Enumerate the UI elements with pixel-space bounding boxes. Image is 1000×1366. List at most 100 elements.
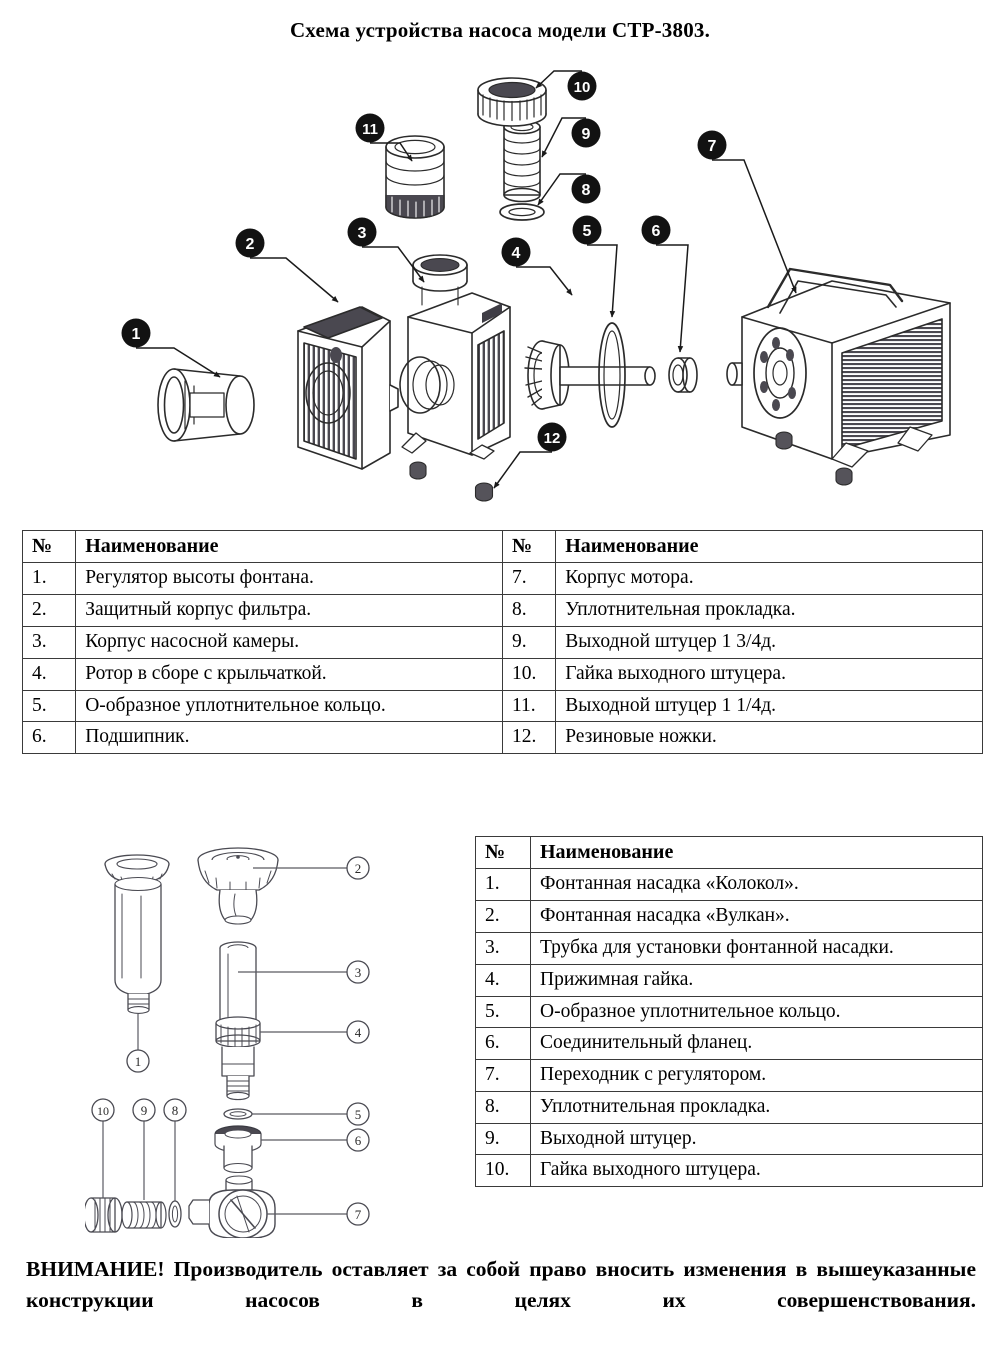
row-num: 3. xyxy=(21,625,77,659)
row-num: 2. xyxy=(475,900,531,933)
row-name: Прижимная гайка. xyxy=(530,963,983,997)
callout-2-label: 2 xyxy=(246,236,255,253)
table-row: 2. Фонтанная насадка «Вулкан». xyxy=(475,900,983,933)
callout-4: 4 xyxy=(501,237,531,267)
row-num: 11. xyxy=(501,689,557,723)
col-header-num-right: № xyxy=(501,529,557,564)
callout-4-label: 4 xyxy=(512,245,521,262)
table-row: 5. О-образное уплотнительное кольцо. xyxy=(475,995,983,1029)
table-row: 7. Переходник с регулятором. xyxy=(475,1059,983,1092)
nozzle-callout-markers: 1 2 3 4 5 6 7 8 xyxy=(91,856,370,1226)
callout-9-label: 9 xyxy=(582,126,591,143)
part-8-gasket xyxy=(168,1200,182,1228)
col-header-name-right: Наименование xyxy=(555,529,983,564)
callout-9: 9 xyxy=(571,118,601,148)
callout-b8: 8 xyxy=(163,1098,187,1122)
callout-b1: 1 xyxy=(126,1049,150,1073)
col-header-name: Наименование xyxy=(530,835,983,870)
row-num: 2. xyxy=(21,594,77,627)
row-name: О-образное уплотнительное кольцо. xyxy=(530,995,983,1029)
pump-exploded-svg: 1 2 3 4 5 6 7 8 xyxy=(121,70,951,502)
callout-b5: 5 xyxy=(346,1102,370,1126)
nozzle-parts-table: № Наименование 1. Фонтанная насадка «Кол… xyxy=(475,835,983,1188)
pump-parts-table: № Наименование № Наименование 1. Регулят… xyxy=(21,529,983,755)
callout-11-label: 11 xyxy=(362,121,378,138)
row-name: Трубка для установки фонтанной насадки. xyxy=(530,931,983,965)
row-name: Фонтанная насадка «Вулкан». xyxy=(530,900,983,933)
callout-6: 6 xyxy=(641,215,671,245)
callout-8: 8 xyxy=(571,174,601,204)
manufacturer-warning-note: ВНИМАНИЕ! Производитель оставляет за соб… xyxy=(26,1257,976,1312)
fountain-nozzle-svg: 1 2 3 4 5 6 7 8 xyxy=(85,847,370,1238)
part-9-outlet-nipple xyxy=(503,119,541,203)
leader-9 xyxy=(541,117,586,158)
table-row: 6. Подшипник. 12. Резиновые ножки. xyxy=(21,721,983,755)
row-num: 9. xyxy=(501,625,557,659)
callout-b8-label: 8 xyxy=(172,1103,179,1118)
table-row: 1. Фонтанная насадка «Колокол». xyxy=(475,868,983,902)
table-row: 1. Регулятор высоты фонтана. 7. Корпус м… xyxy=(21,562,983,596)
callout-12: 12 xyxy=(537,422,567,452)
table-row: 8. Уплотнительная прокладка. xyxy=(475,1090,983,1124)
table-row: 3. Трубка для установки фонтанной насадк… xyxy=(475,931,983,965)
leader-8 xyxy=(537,173,586,206)
leader-7 xyxy=(712,159,797,294)
callout-11: 11 xyxy=(355,113,385,143)
callout-b6: 6 xyxy=(346,1128,370,1152)
row-num: 12. xyxy=(501,721,557,755)
callout-b4-label: 4 xyxy=(355,1025,362,1040)
callout-b6-label: 6 xyxy=(355,1133,362,1148)
table-row: 4. Ротор в сборе с крыльчаткой. 10. Гайк… xyxy=(21,657,983,691)
callout-7: 7 xyxy=(697,130,727,160)
row-num: 3. xyxy=(475,931,531,965)
callout-markers: 1 2 3 4 5 6 7 8 xyxy=(121,71,727,452)
table-row: 4. Прижимная гайка. xyxy=(475,963,983,997)
callout-3: 3 xyxy=(347,217,377,247)
table-header-row: № Наименование xyxy=(475,835,983,870)
row-num: 9. xyxy=(475,1122,531,1156)
part-12-rubber-foot xyxy=(474,482,494,502)
leader-4 xyxy=(516,266,573,296)
col-header-name-left: Наименование xyxy=(75,529,503,564)
leader-11 xyxy=(370,142,413,162)
row-num: 5. xyxy=(475,995,531,1029)
callout-1-label: 1 xyxy=(132,326,141,343)
leader-6 xyxy=(656,244,689,353)
nozzle-leaders xyxy=(102,867,347,1215)
leader-5 xyxy=(587,244,618,318)
callout-b3: 3 xyxy=(346,960,370,984)
col-header-num-left: № xyxy=(21,529,77,564)
row-name: Выходной штуцер 1 1/4д. xyxy=(555,689,983,723)
row-name: Корпус мотора. xyxy=(555,562,983,596)
callout-b9-label: 9 xyxy=(141,1103,148,1118)
part-8-gasket xyxy=(499,203,545,221)
table-row: 5. О-образное уплотнительное кольцо. 11.… xyxy=(21,689,983,723)
callout-b10: 10 xyxy=(91,1098,115,1122)
part-11-outlet-nipple-small xyxy=(385,135,445,219)
callout-5-label: 5 xyxy=(583,223,592,240)
callout-b10-label: 10 xyxy=(97,1104,109,1118)
part-3-pump-chamber-housing xyxy=(399,254,511,480)
callout-b9: 9 xyxy=(132,1098,156,1122)
row-num: 6. xyxy=(21,721,77,755)
part-5-o-ring-seal xyxy=(598,322,626,428)
fountain-nozzle-diagram: 1 2 3 4 5 6 7 8 xyxy=(85,838,395,1238)
table-header-row: № Наименование № Наименование xyxy=(21,529,983,564)
callout-8-label: 8 xyxy=(582,182,591,199)
pump-exploded-diagram: 1 2 3 4 5 6 7 8 xyxy=(90,55,980,510)
row-name: Гайка выходного штуцера. xyxy=(555,657,983,691)
callout-10-label: 10 xyxy=(574,79,591,96)
row-name: Уплотнительная прокладка. xyxy=(555,594,983,627)
row-name: Подшипник. xyxy=(75,721,503,755)
row-num: 8. xyxy=(475,1090,531,1124)
part-10-outlet-nut xyxy=(477,77,547,127)
callout-1: 1 xyxy=(121,318,151,348)
col-header-num: № xyxy=(475,835,531,870)
callout-b2: 2 xyxy=(346,856,370,880)
part-1-fountain-regulator xyxy=(157,368,255,442)
part-10-outlet-nut xyxy=(85,1197,123,1233)
row-name: Соединительный фланец. xyxy=(530,1027,983,1061)
leader-1 xyxy=(136,347,221,378)
callout-2: 2 xyxy=(235,228,265,258)
row-name: Уплотнительная прокладка. xyxy=(530,1090,983,1124)
